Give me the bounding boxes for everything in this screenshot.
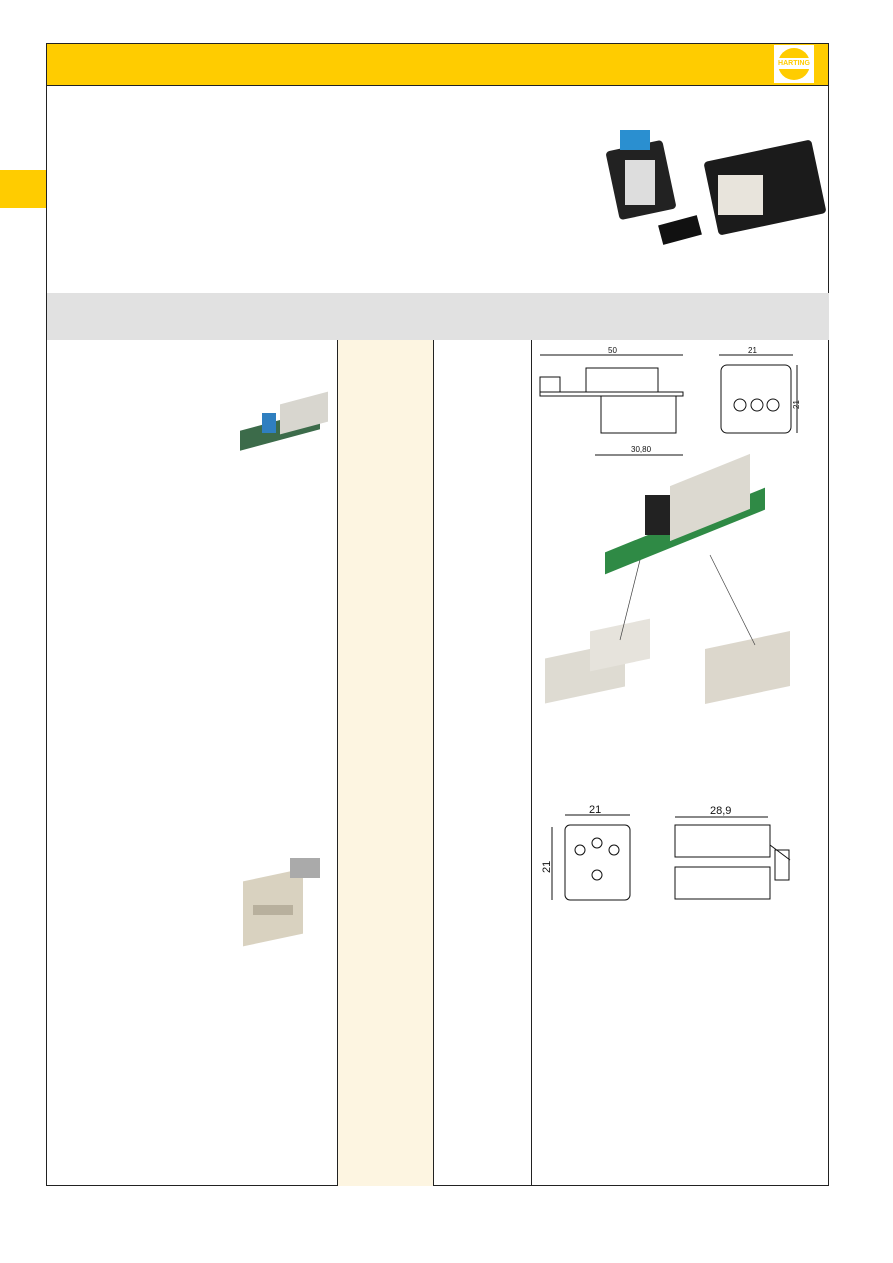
pcb-module-exploded-photo: [600, 453, 770, 580]
insert-side-drawing: 28,9: [674, 805, 791, 900]
hero-connector-photo: [600, 125, 827, 245]
section-tab: [0, 170, 46, 208]
svg-text:30,80: 30,80: [631, 445, 652, 454]
pcb-module-photo: [240, 391, 330, 451]
svg-text:21: 21: [792, 400, 801, 409]
section-header-band: [47, 293, 829, 340]
leader-lines: [619, 554, 756, 646]
svg-text:21: 21: [748, 346, 757, 355]
insert-front-drawing: 21 21: [541, 805, 631, 901]
harting-logo: HARTING: [774, 45, 814, 83]
column-2: [337, 340, 434, 1186]
svg-text:28,9: 28,9: [710, 805, 731, 817]
svg-text:50: 50: [608, 346, 617, 355]
svg-text:21: 21: [541, 861, 553, 873]
page-frame: [46, 43, 829, 1186]
side-view-drawing: 50 30,80: [539, 346, 684, 456]
front-view-drawing: 21 21: [719, 346, 801, 434]
header-bar: [47, 44, 829, 86]
svg-text:21: 21: [589, 805, 601, 816]
module-insert-photo: [240, 855, 330, 947]
column-4: [531, 340, 830, 1186]
column-3: [433, 340, 532, 1186]
